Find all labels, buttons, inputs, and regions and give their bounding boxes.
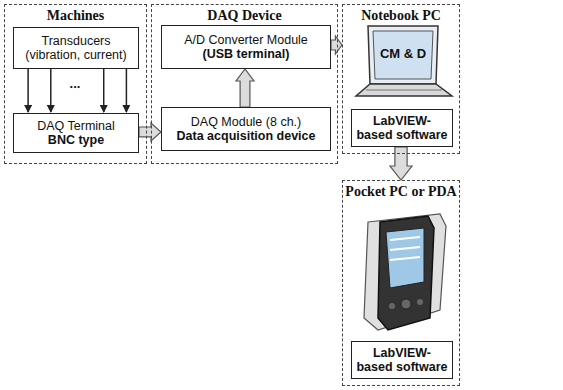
group-panel: Pocket PC or PDA LabVIEW-based software [342,180,460,386]
box-text: LabVIEW-based software [356,114,448,143]
process-box: DAQ Module (8 ch.)Data acquisition devic… [161,107,331,151]
box-text: DAQ Module (8 ch.) [191,115,301,129]
laptop-illustration [356,26,452,96]
box-text: DAQ Terminal [37,119,115,133]
box-text: LabVIEW-based software [356,346,448,375]
block-arrow [390,147,412,180]
data-flow-arrow [139,123,161,141]
data-flow-arrow [390,147,412,180]
box-text: BNC type [48,133,104,147]
box-text: (USB terminal) [203,47,290,61]
signal-line [103,69,105,112]
process-box: LabVIEW-based software [351,341,453,379]
signal-line [27,69,29,112]
data-flow-arrow [331,36,342,54]
group-title: Notebook PC [343,5,459,24]
block-arrow [331,36,342,54]
pda-illustration [364,214,446,330]
block-arrow [236,69,254,107]
signal-line [126,69,128,112]
box-text: Transducers (vibration, current) [18,34,134,63]
process-box: A/D Converter Module(USB terminal) [161,25,331,69]
process-box: Transducers (vibration, current) [13,27,139,69]
process-box: LabVIEW-based software [351,109,453,147]
block-arrow [139,123,161,141]
group-title: DAQ Device [152,5,337,24]
group-title: Pocket PC or PDA [343,181,459,200]
ellipsis-label: ... [64,76,86,91]
screen-label: CM & D [374,46,432,61]
box-text: A/D Converter Module [184,33,308,47]
group-title: Machines [5,5,146,24]
box-text: Data acquisition device [177,129,316,143]
group-panel: Notebook PC LabVIEW-based software [342,4,460,154]
signal-line [50,69,52,112]
group-panel: DAQ DeviceA/D Converter Module(USB termi… [151,4,338,164]
process-box: DAQ TerminalBNC type [13,113,139,153]
data-flow-arrow [236,69,254,107]
signal-arrows [28,69,126,112]
